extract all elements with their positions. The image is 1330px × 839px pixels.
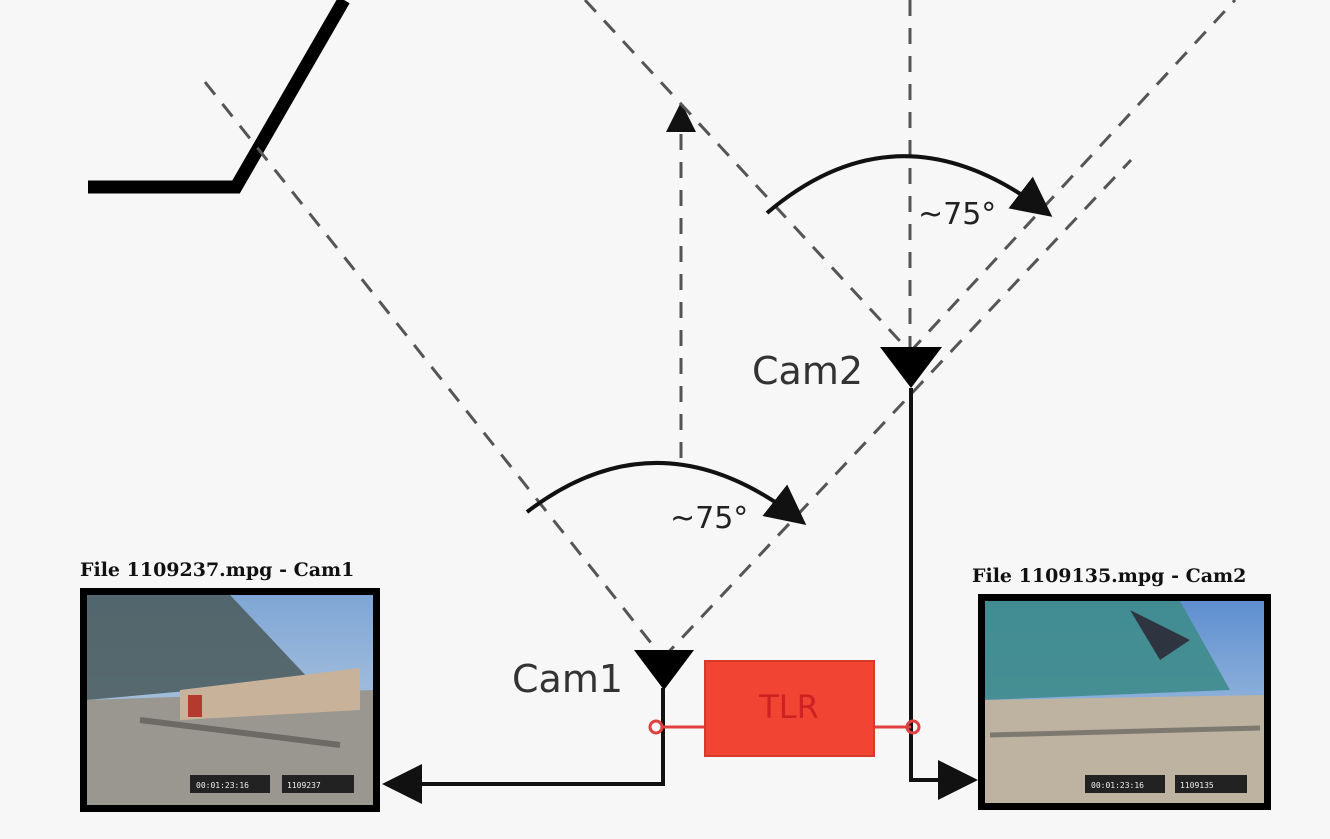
thumbnail-right: 00:01:23:16 1109135 xyxy=(978,594,1271,810)
cam2-field-of-view xyxy=(583,0,1237,354)
cam2-label: Cam2 xyxy=(752,349,863,393)
cam1-angle-label: ~75° xyxy=(670,501,748,536)
thumbnail-left: 00:01:23:16 1109237 xyxy=(80,588,380,812)
cam1-icon xyxy=(634,650,694,690)
cam2-icon xyxy=(880,347,942,388)
cable-lines xyxy=(382,388,978,804)
svg-text:00:01:23:16: 00:01:23:16 xyxy=(196,781,249,790)
cam1-field-of-view xyxy=(203,81,1133,660)
thumbnail-left-caption: File 1109237.mpg - Cam1 xyxy=(80,559,354,581)
cam1-angle-arc xyxy=(525,461,807,525)
svg-text:1109135: 1109135 xyxy=(1180,781,1214,790)
wall-outline xyxy=(88,0,350,194)
tlr-connectors xyxy=(648,719,921,735)
cam1-label: Cam1 xyxy=(512,657,623,701)
svg-text:1109237: 1109237 xyxy=(287,781,321,790)
tlr-box xyxy=(704,660,875,757)
svg-text:00:01:23:16: 00:01:23:16 xyxy=(1091,781,1144,790)
cam2-angle-arc xyxy=(765,154,1053,217)
tlr-label: TLR xyxy=(758,688,819,726)
cam2-angle-label: ~75° xyxy=(918,197,996,232)
thumbnail-right-caption: File 1109135.mpg - Cam2 xyxy=(972,565,1246,587)
